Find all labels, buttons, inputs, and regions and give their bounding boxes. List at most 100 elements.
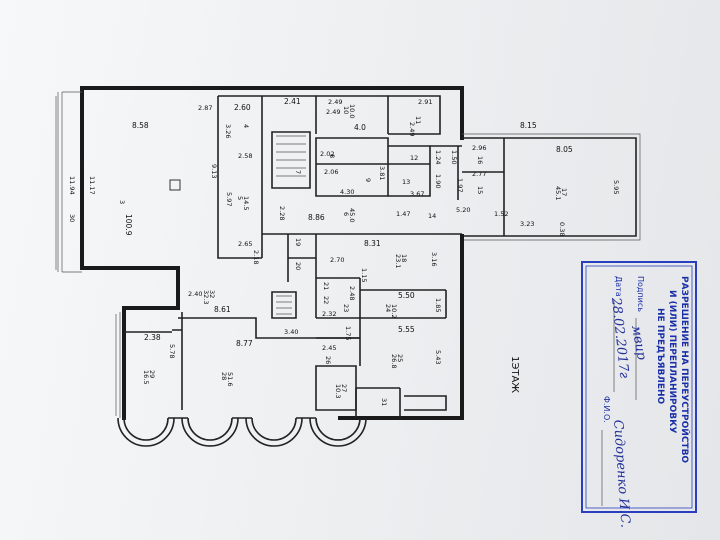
room-17-area: 45.1 [554,186,562,200]
room-5-area: 14.5 [242,196,250,210]
dim-label: 5.55 [398,325,415,334]
dim-label: 1.97 [456,178,464,192]
room-3-id: 3 [118,200,126,204]
stamp-line-2: И (ИЛИ) ПЕРЕПЛАНИРОВКУ [667,290,677,433]
dim-label: 3.26 [224,124,232,138]
dim-label: 8.05 [556,145,573,154]
room-23-id: 23 [342,304,350,312]
dim-label: 8.31 [364,239,381,248]
room-4-id: 4 [242,124,250,128]
room-29-area: 16.5 [142,370,150,384]
room-15-id: 15 [476,186,484,194]
dim-label: 5.20 [456,206,470,214]
dim-label: 2.32 [322,310,336,318]
room-27-id: 27 [340,384,348,392]
stamp-date-value: 28.02.2017г [608,296,632,380]
dim-label: 2.91 [418,98,432,106]
room-9-id: 9 [364,178,372,182]
dim-label: 3.16 [430,252,438,266]
dim-label: 2.28 [278,206,286,220]
dim-label: 3.23 [520,220,534,228]
dimension-labels: 11.94 11.17 30 2.87 2.41 2.49 4.0 2.49 3… [68,97,620,364]
dim-label: 1.15 [360,268,368,282]
outer-walls [55,86,641,447]
room-31-id: 31 [380,398,388,406]
room-18-id: 18 [400,254,408,262]
dim-label: 2.58 [238,152,252,160]
dim-label: 2.60 [234,103,251,112]
room-26-id: 26 [324,356,332,364]
stamp-signature-label: Подпись [636,276,645,312]
room-28-id: 28 [220,372,228,380]
dim-label: 2.49 [326,108,340,116]
room-28-area: 51.6 [226,372,234,386]
dim-label: 11.17 [88,176,96,195]
room-16-id: 16 [476,156,484,164]
dim-label: 5.78 [168,344,176,358]
room-5-id: 5 [236,196,244,200]
floor-label: 1ЭТАЖ [509,356,520,393]
dim-label: 8.77 [236,339,253,348]
dim-label: 2.77 [472,170,486,178]
dim-label: 2.40 [188,290,202,298]
room-24-area: 10.2 [390,304,398,318]
dim-label: 2.06 [324,168,338,176]
room-3-area: 100.9 [124,214,133,236]
stamp-signature-value: мвир [628,324,649,362]
dim-label: 2.02 [320,150,334,158]
dim-label: 4.30 [340,188,354,196]
dim-label: 1.85 [434,298,442,312]
room-25-id: 25 [396,354,404,362]
dim-label: 2.87 [198,104,212,112]
dim-label: 0.38 [558,222,566,236]
dim-label: 30 [68,214,76,222]
dim-label: 3.67 [410,190,424,198]
dim-label: 8.86 [308,213,325,222]
dim-label: 1.47 [396,210,410,218]
dim-label: 1.75 [344,326,352,340]
room-labels: 8.58 100.9 3 2.60 4 14.5 5 5.97 8.86 45.… [118,98,573,406]
dim-label: 3.40 [284,328,298,336]
room-18-area: 23.1 [394,254,402,268]
room-17-id: 17 [560,188,568,196]
dim-label: 1.52 [494,210,508,218]
room-8-id: 8 [328,154,336,158]
dim-label: 5.95 [612,180,620,194]
room-7-id: 7 [294,170,302,174]
dim-label: 9.13 [210,164,218,178]
room-32-id: 32 [208,290,216,298]
dim-label: 2.49 [408,122,416,136]
room-20-id: 20 [294,262,302,270]
stamp-line-3: НЕ ПРЕДЪЯВЛЕНО [655,308,665,405]
room-21-id: 21 [322,282,330,290]
room-12-id: 12 [410,154,418,162]
dim-label: 5.43 [434,350,442,364]
dim-label: 2.48 [348,286,356,300]
dim-label: 8.61 [214,305,231,314]
dim-label: 2.65 [238,240,252,248]
room-6-id: 6 [342,212,350,216]
dim-label: 4.0 [354,123,366,132]
dim-label: 8.58 [132,121,149,130]
room-27-area: 10.3 [334,384,342,398]
room-19-id: 19 [294,238,302,246]
dim-label: 3.81 [378,166,386,180]
room-6-area: 45.0 [348,208,356,222]
stamp-name-label: Ф.И.О. [602,396,611,423]
dim-label: 2.45 [322,344,336,352]
room-11-id: 11 [414,116,422,124]
dim-label: 2.18 [252,250,260,264]
room-32-area: 32.3 [202,290,210,304]
room-10-area: 10.0 [348,104,356,118]
dim-label: 5.50 [398,291,415,300]
dim-label: 8.15 [520,121,537,130]
dim-label: 2.49 [328,98,342,106]
dim-label: 1.24 [434,150,442,164]
dim-label: 5.97 [225,192,233,206]
dim-label: 1.90 [434,174,442,188]
dim-label: 2.41 [284,97,301,106]
room-13-id: 13 [402,178,410,186]
room-22-id: 22 [322,296,330,304]
